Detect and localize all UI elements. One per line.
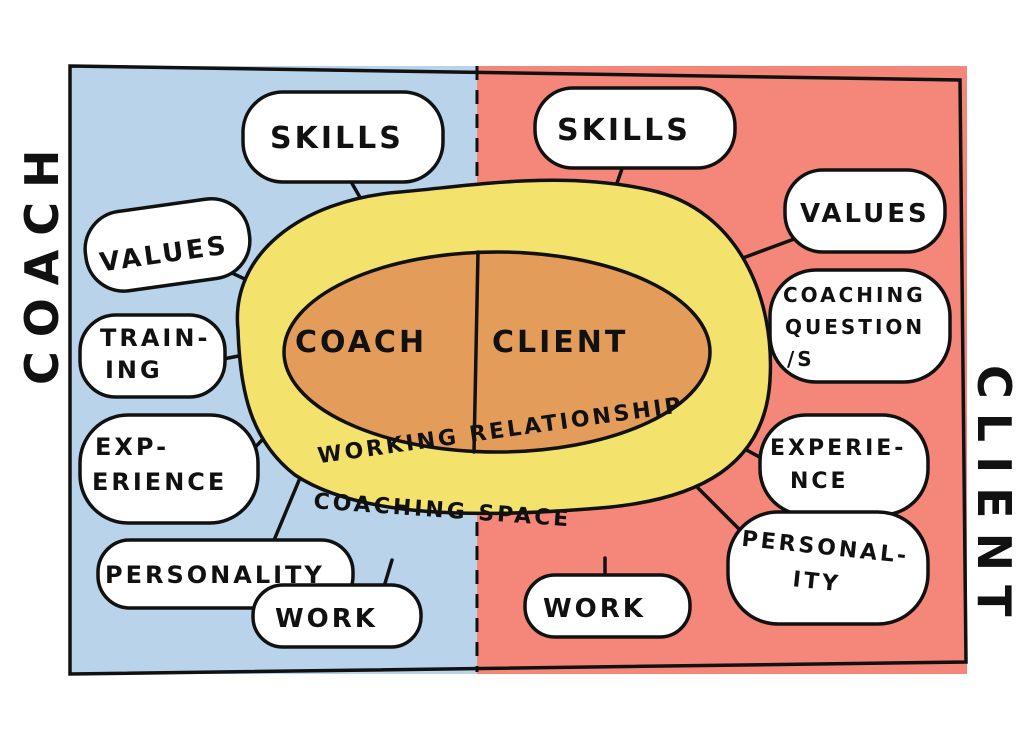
coach-work-bubble: WORK bbox=[251, 583, 423, 649]
coach-training-line2: ING bbox=[105, 356, 163, 384]
client-coaching-questions-line1: COACHING bbox=[783, 283, 926, 307]
coach-experience-bubble: EXP- ERIENCE bbox=[78, 413, 260, 525]
client-personality-bubble: PERSONAL- ITY bbox=[726, 510, 930, 626]
coach-work-label: WORK bbox=[275, 604, 378, 634]
coach-side-label: COACH bbox=[15, 136, 69, 386]
coach-training-line1: TRAIN- bbox=[100, 324, 210, 352]
client-work-label: WORK bbox=[543, 594, 646, 624]
client-coaching-questions-line3: /S bbox=[787, 347, 815, 371]
core-client-label: CLIENT bbox=[492, 325, 628, 360]
client-experience-bubble: EXPERIE- NCE bbox=[758, 413, 930, 517]
client-coaching-questions-line2: QUESTION bbox=[785, 315, 925, 339]
client-work-bubble: WORK bbox=[523, 573, 692, 639]
coach-skills-label: SKILLS bbox=[270, 121, 404, 156]
core-ellipse bbox=[282, 250, 712, 454]
client-skills-bubble: SKILLS bbox=[533, 86, 737, 170]
coach-experience-line2: ERIENCE bbox=[92, 468, 227, 496]
client-coaching-questions-bubble: COACHING QUESTION /S bbox=[768, 268, 952, 384]
coach-training-bubble: TRAIN- ING bbox=[78, 313, 227, 399]
client-side-label: CLIENT bbox=[967, 365, 1021, 630]
client-skills-label: SKILLS bbox=[557, 113, 691, 148]
coach-experience-line1: EXP- bbox=[95, 433, 169, 461]
client-values-bubble: VALUES bbox=[783, 168, 947, 254]
coach-values-bubble: VALUES bbox=[83, 197, 252, 293]
client-personality-line2: ITY bbox=[791, 567, 841, 597]
core-divider bbox=[472, 250, 480, 454]
core-coach-label: COACH bbox=[295, 325, 427, 360]
client-values-label: VALUES bbox=[800, 199, 930, 229]
coach-skills-bubble: SKILLS bbox=[241, 90, 445, 184]
outer-frame bbox=[68, 64, 968, 676]
client-experience-line2: NCE bbox=[790, 469, 849, 494]
client-experience-line1: EXPERIE- bbox=[770, 436, 906, 461]
